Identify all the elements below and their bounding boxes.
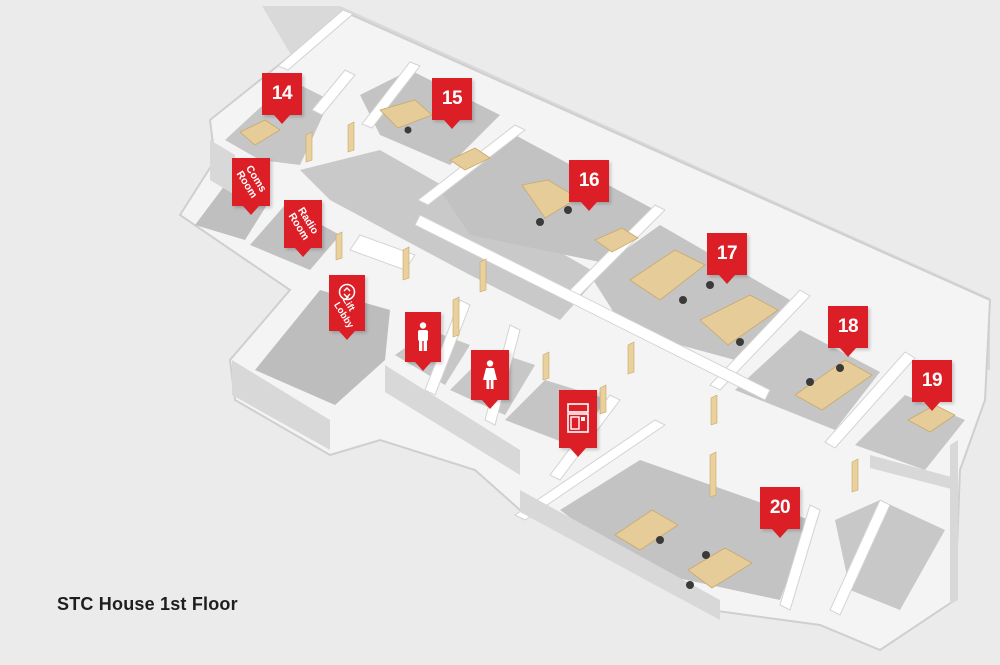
room-16-marker[interactable]: 16 <box>569 160 609 211</box>
desk-17a <box>629 249 706 301</box>
radio-room-label: Radio Room <box>285 205 321 243</box>
lift-lobby-marker[interactable]: Lift Lobby <box>329 275 365 340</box>
wall-north <box>277 9 354 71</box>
wall-corridor-south <box>414 214 771 401</box>
chair <box>686 581 694 589</box>
chair <box>536 218 544 226</box>
desks <box>239 99 956 589</box>
lift-icon <box>338 283 356 301</box>
room-14-label: 14 <box>271 83 293 104</box>
coms-room-label: Coms Room <box>233 163 269 201</box>
desk-20b <box>687 547 753 589</box>
wall-18-19 <box>824 351 916 449</box>
door <box>710 394 718 426</box>
door <box>402 246 410 281</box>
room-floors <box>195 70 965 610</box>
desk-16b <box>594 227 639 253</box>
room-17-label: 17 <box>716 243 738 264</box>
lift-lobby-label: Lift Lobby <box>330 295 357 331</box>
radio-room-marker[interactable]: Radio Room <box>284 200 322 257</box>
kitchen-marker[interactable] <box>559 390 597 457</box>
wall-20-east <box>779 504 821 611</box>
room-18-label: 18 <box>837 316 859 337</box>
room-15-marker[interactable]: 15 <box>432 78 472 129</box>
chair <box>836 364 844 372</box>
room-20-label: 20 <box>769 497 791 518</box>
chair <box>404 126 412 134</box>
wall-face-west <box>210 140 235 195</box>
room-18-marker[interactable]: 18 <box>828 306 868 357</box>
wall-15-east <box>361 61 421 129</box>
wall-face-east <box>950 440 958 604</box>
floor-title: STC House 1st Floor <box>57 594 238 614</box>
walls <box>277 9 916 616</box>
wall-faces <box>210 140 958 620</box>
chair <box>656 536 664 544</box>
door <box>305 131 313 163</box>
wall-14-15 <box>311 69 356 116</box>
kitchen-icon <box>566 402 590 436</box>
desk-17b <box>699 294 779 346</box>
male-icon <box>415 322 431 352</box>
wall-face-south-1 <box>385 365 520 475</box>
stair-floor <box>835 500 945 610</box>
room-14-marker[interactable]: 14 <box>262 73 302 124</box>
room-20-marker[interactable]: 20 <box>760 487 800 538</box>
desk-14 <box>239 119 281 146</box>
door <box>335 231 343 261</box>
chair <box>702 551 710 559</box>
door <box>709 451 717 498</box>
desk-18 <box>794 359 873 411</box>
wall-stair <box>829 499 891 616</box>
desk-20a <box>614 509 679 551</box>
chairs <box>404 126 844 589</box>
door <box>542 351 550 381</box>
door <box>627 341 635 375</box>
female-toilet-marker[interactable] <box>471 350 509 409</box>
room-19-marker[interactable]: 19 <box>912 360 952 411</box>
door <box>452 296 460 338</box>
door <box>599 384 607 415</box>
room-16-label: 16 <box>578 170 600 191</box>
chair <box>679 296 687 304</box>
male-toilet-marker[interactable] <box>405 312 441 371</box>
door <box>347 121 355 153</box>
room-15-label: 15 <box>441 88 463 109</box>
wall-face-southwest <box>232 360 330 450</box>
female-icon <box>481 360 499 390</box>
doors <box>305 121 859 498</box>
coms-room-marker[interactable]: Coms Room <box>232 158 270 215</box>
chair <box>806 378 814 386</box>
wall-face-room19 <box>870 455 955 490</box>
chair <box>736 338 744 346</box>
wall-face-south-2 <box>520 490 720 620</box>
wall-17-18 <box>709 289 811 391</box>
door <box>479 258 487 293</box>
chair <box>564 206 572 214</box>
door <box>851 458 859 493</box>
room-19-label: 19 <box>921 370 943 391</box>
desk-15b <box>449 147 491 171</box>
room-17-marker[interactable]: 17 <box>707 233 747 284</box>
wall-20-north <box>514 419 666 521</box>
chair <box>706 281 714 289</box>
